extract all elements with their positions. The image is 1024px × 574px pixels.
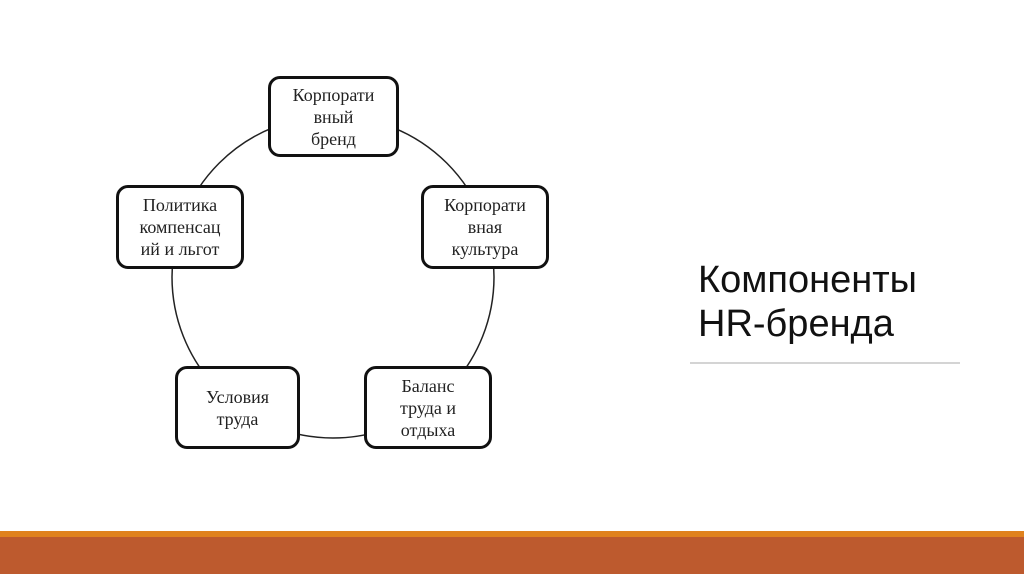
node-corporate-brand: Корпорати вный бренд xyxy=(268,76,399,157)
node-text-line: культура xyxy=(451,239,519,259)
slide-title: Компоненты HR-бренда xyxy=(698,258,968,346)
node-text-line: ий и льгот xyxy=(140,239,220,259)
footer-accent-stripe xyxy=(0,531,1024,537)
title-divider xyxy=(690,362,960,364)
node-text-line: труда и xyxy=(400,397,456,418)
node-text-line: Условия xyxy=(206,386,269,407)
node-text-line: Политика xyxy=(142,195,218,215)
node-compensation-policy: Политика компенсац ий и льгот xyxy=(116,185,244,269)
node-text-line: компенсац xyxy=(139,217,221,237)
node-text-line: отдыха xyxy=(400,419,456,440)
node-text-line: вная xyxy=(467,217,503,237)
footer-bar xyxy=(0,537,1024,574)
node-corporate-culture: Корпорати вная культура xyxy=(421,185,549,269)
node-working-conditions: Условия труда xyxy=(175,366,300,449)
node-work-life-balance: Баланс труда и отдыха xyxy=(364,366,492,449)
node-text-line: Корпорати xyxy=(292,84,375,105)
node-text-line: бренд xyxy=(311,128,356,149)
node-text-line: Баланс xyxy=(401,375,455,396)
node-text-line: труда xyxy=(216,408,259,429)
node-text-line: Корпорати xyxy=(444,195,526,215)
slide-title-line: HR-бренда xyxy=(698,303,894,345)
slide-title-line: Компоненты xyxy=(698,259,917,301)
node-text-line: вный xyxy=(313,106,354,127)
